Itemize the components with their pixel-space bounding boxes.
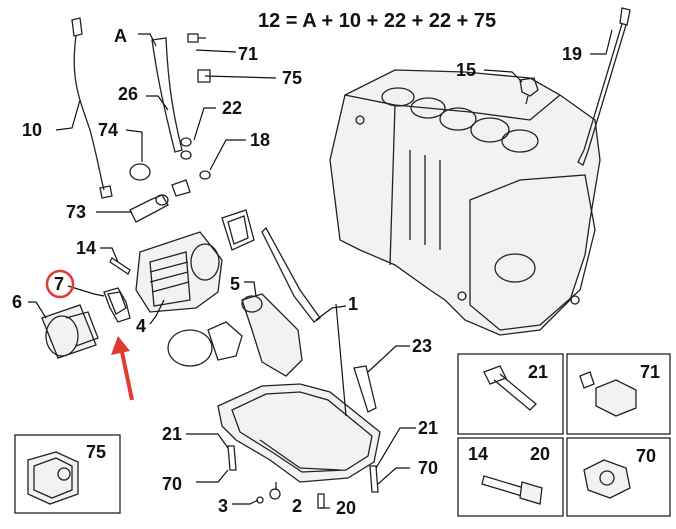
label-19: 19 — [562, 44, 582, 64]
label-14: 14 — [76, 238, 96, 258]
sensor-15 — [519, 77, 539, 105]
detail-nut-70 — [583, 459, 631, 499]
ring-74 — [129, 163, 151, 181]
funnel-73 — [129, 194, 169, 223]
label-21-right: 21 — [418, 418, 438, 438]
detail-box-75: 75 — [14, 434, 121, 514]
detail-bolt-14-20 — [481, 475, 543, 505]
bolt-14 — [109, 257, 131, 275]
detail-grid: 21 71 14 20 70 — [457, 353, 671, 517]
gasket-7 — [103, 287, 131, 323]
leader-lines — [28, 29, 613, 509]
label-26: 26 — [118, 84, 138, 104]
label-71: 71 — [238, 44, 258, 64]
label-22: 22 — [222, 98, 242, 118]
detail-label-14: 14 — [468, 444, 488, 464]
label-1: 1 — [348, 294, 358, 314]
detail-label-71: 71 — [640, 362, 660, 382]
detail-stud-21 — [483, 365, 537, 411]
detail-label-75: 75 — [86, 442, 106, 462]
label-70-right: 70 — [418, 458, 438, 478]
label-74: 74 — [98, 120, 118, 140]
engine-block — [329, 69, 601, 336]
drain-plug-2 — [269, 488, 281, 500]
detail-label-21: 21 — [528, 362, 548, 382]
dipstick-19 — [577, 7, 631, 166]
label-6: 6 — [12, 292, 22, 312]
bolt-20-bottom — [317, 493, 325, 509]
oil-pickup-5 — [241, 226, 321, 377]
detail-label-20: 20 — [530, 444, 550, 464]
label-5: 5 — [230, 274, 240, 294]
stud-21-70-left — [227, 445, 237, 471]
label-75: 75 — [282, 68, 302, 88]
oil-pan-1 — [217, 383, 381, 483]
tube-23 — [353, 365, 377, 413]
label-a: A — [114, 26, 127, 46]
callout-labels: A 71 75 19 15 10 26 22 74 18 73 14 7 6 4… — [12, 26, 582, 518]
detail-label-70: 70 — [636, 446, 656, 466]
label-23: 23 — [412, 336, 432, 356]
ring-18 — [199, 170, 211, 180]
bolt-71-top — [187, 33, 206, 43]
label-4: 4 — [136, 316, 146, 336]
sensor-wire-10 — [71, 17, 113, 199]
stud-21-70-right — [369, 465, 379, 493]
label-70-left: 70 — [162, 474, 182, 494]
oil-filter-6 — [41, 304, 99, 359]
label-3: 3 — [218, 496, 228, 516]
label-73: 73 — [66, 202, 86, 222]
label-10: 10 — [22, 120, 42, 140]
formula-text: 12 = A + 10 + 22 + 22 + 75 — [258, 10, 496, 32]
detail-bolt-71 — [579, 371, 637, 417]
label-15: 15 — [456, 60, 476, 80]
label-2: 2 — [292, 496, 302, 516]
label-7: 7 — [54, 274, 64, 294]
dipstick-tube-26 — [151, 37, 191, 197]
oil-cooler-4 — [135, 231, 243, 367]
label-20-bottom: 20 — [336, 498, 356, 518]
red-arrow — [111, 336, 134, 401]
o-rings-22 — [180, 137, 192, 160]
gasket-housing — [221, 209, 255, 251]
highlight-circle — [45, 269, 75, 299]
label-21-left: 21 — [162, 424, 182, 444]
label-18: 18 — [250, 130, 270, 150]
